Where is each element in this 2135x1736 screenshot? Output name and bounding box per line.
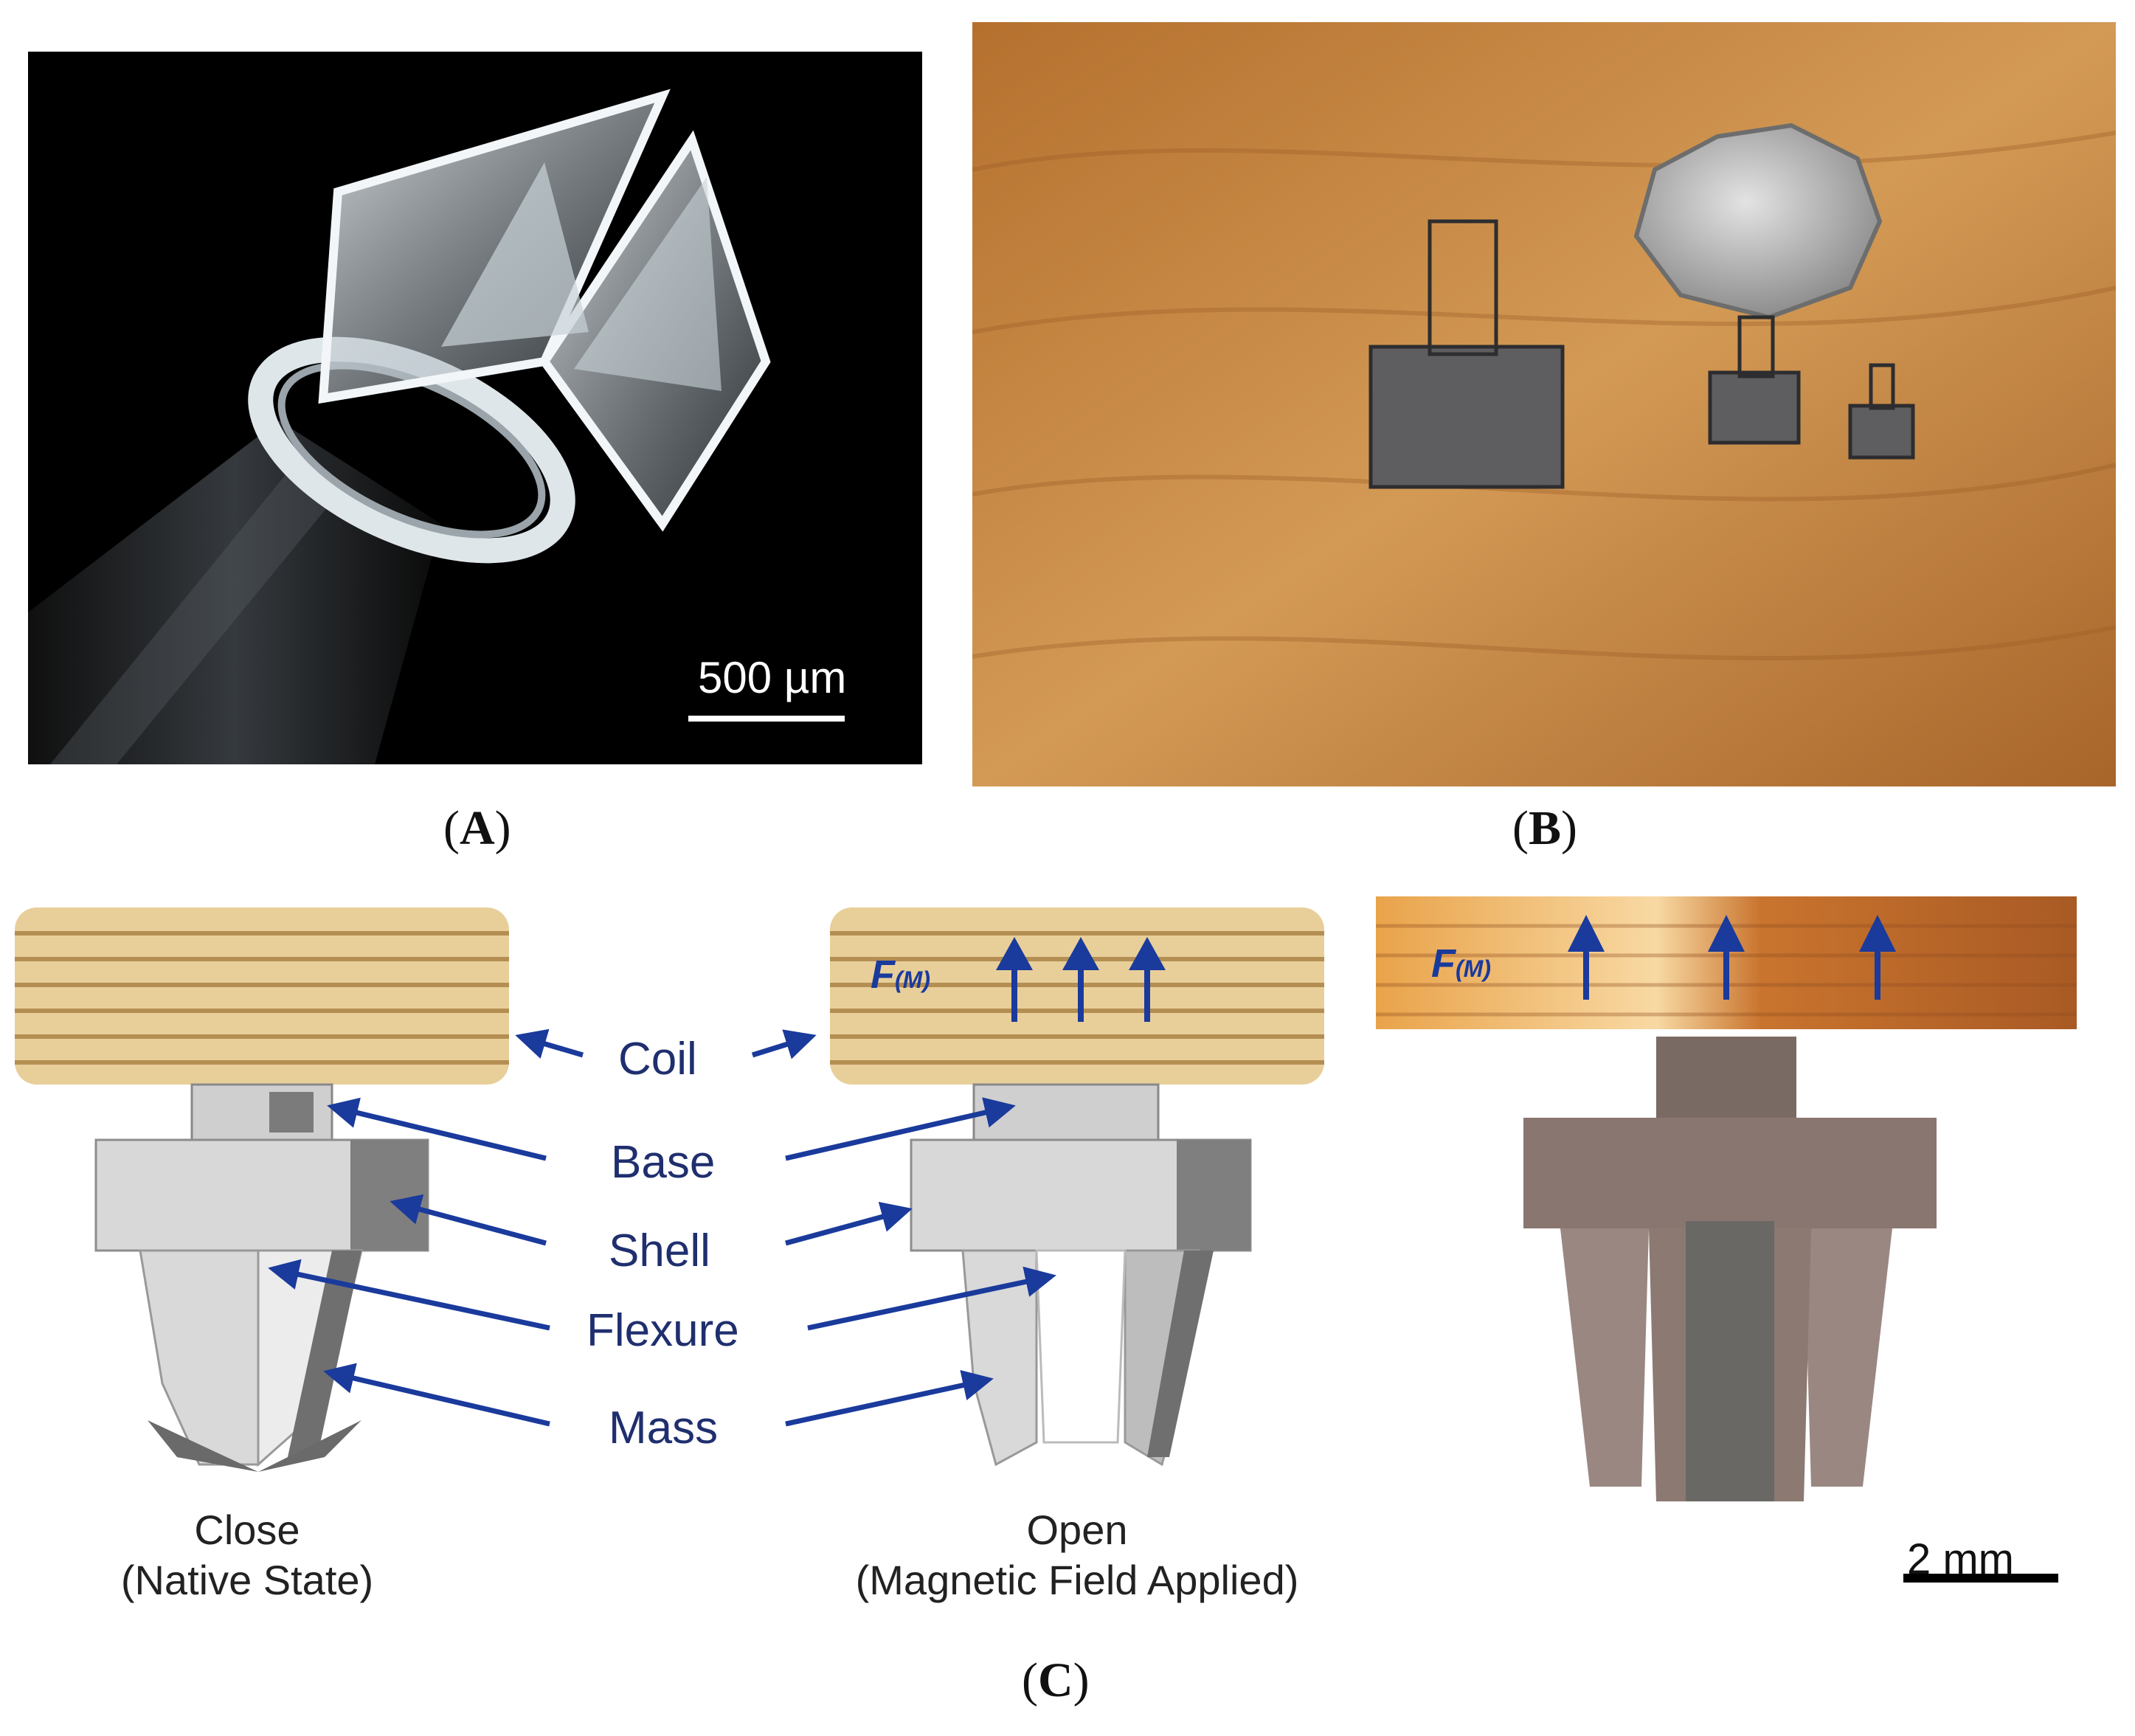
panel-label-a: (A)	[443, 801, 511, 855]
open-caption-title: Open	[1026, 1507, 1128, 1553]
closed-caption-subtitle: (Native State)	[120, 1557, 374, 1603]
force-label-schematic: F(M)	[871, 952, 930, 997]
printed-gripper-image	[1376, 896, 2077, 1605]
label-shell: Shell	[609, 1225, 710, 1276]
closed-caption-title: Close	[194, 1507, 300, 1553]
panel-label-b: (B)	[1512, 801, 1577, 855]
scale-bar-label-c: 2 mm	[1907, 1535, 2014, 1583]
scale-bar-label-a: 500 µm	[698, 653, 847, 702]
panel-b-photo	[972, 22, 2116, 786]
panel-c-photo	[1376, 896, 2077, 1605]
open-gripper-drawing	[830, 907, 1324, 1467]
closed-caption: Close (Native State)	[81, 1505, 413, 1605]
microgripper-image	[28, 52, 922, 764]
panel-a-photo	[28, 52, 922, 764]
open-caption: Open (Magnetic Field Applied)	[812, 1505, 1343, 1605]
label-coil: Coil	[618, 1034, 697, 1085]
closed-gripper-drawing	[15, 907, 509, 1472]
panel-label-c: (C)	[1022, 1653, 1090, 1707]
open-caption-subtitle: (Magnetic Field Applied)	[855, 1557, 1299, 1603]
label-base: Base	[611, 1137, 716, 1188]
label-flexure: Flexure	[586, 1305, 739, 1356]
force-label-photo: F(M)	[1431, 941, 1491, 986]
gripper-coin-image	[972, 22, 2116, 786]
label-mass: Mass	[609, 1403, 719, 1453]
closed-gripper-schematic	[15, 896, 531, 1472]
open-gripper-schematic	[815, 896, 1346, 1479]
